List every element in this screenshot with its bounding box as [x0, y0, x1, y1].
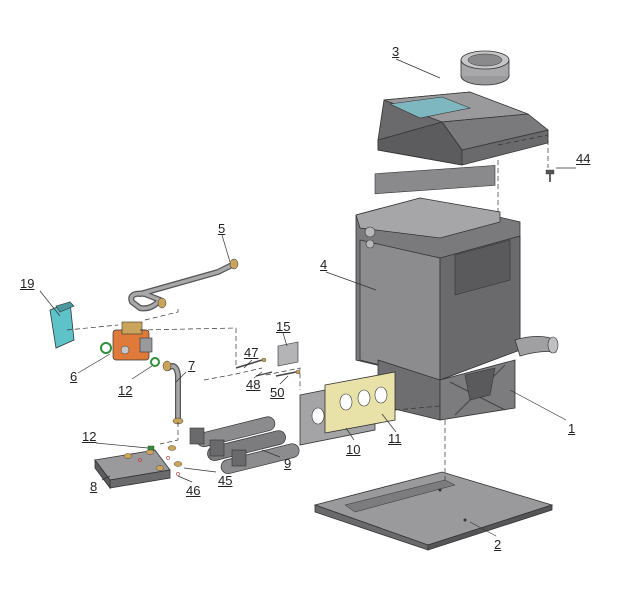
part-47-48-electrodes: [235, 357, 273, 377]
label-part-44: 44: [576, 151, 591, 166]
label-part-12-upper: 12: [118, 383, 133, 398]
part-45-46-injectors: [123, 445, 183, 476]
part-5-gas-inlet-pipe: [128, 258, 239, 312]
label-part-47: 47: [244, 345, 259, 360]
label-part-19: 19: [20, 276, 35, 291]
label-part-5: 5: [218, 221, 226, 236]
part-12-oring-upper: [150, 357, 160, 367]
label-part-2: 2: [494, 537, 502, 552]
part-9-burner-tubes: [189, 416, 300, 475]
label-part-7: 7: [188, 358, 196, 373]
label-part-3: 3: [392, 44, 400, 59]
part-11-gasket: [324, 371, 396, 434]
label-part-48: 48: [246, 377, 261, 392]
label-part-8: 8: [90, 479, 98, 494]
part-4-boiler-body: [355, 165, 559, 381]
part-50-sensor: [275, 369, 301, 377]
label-part-9: 9: [284, 456, 292, 471]
part-19-control-cover: [49, 301, 75, 349]
label-part-6: 6: [70, 369, 78, 384]
assembly-guide-lines: [66, 134, 549, 480]
label-part-50: 50: [270, 385, 285, 400]
part-44-screw: [545, 169, 555, 182]
label-part-46: 46: [186, 483, 201, 498]
label-part-11: 11: [388, 431, 402, 446]
part-3-flue-hood: [377, 50, 549, 166]
part-15-electrode-bracket: [277, 341, 299, 367]
part-2-base-plate: [313, 471, 554, 551]
leader-lines: [39, 58, 576, 537]
part-8-gas-manifold: [94, 449, 171, 490]
part-6-gas-valve: [100, 321, 153, 361]
label-part-10: 10: [346, 442, 361, 457]
label-part-45: 45: [218, 473, 233, 488]
label-part-1: 1: [568, 421, 576, 436]
part-12-seal-lower: [147, 445, 155, 451]
part-7-gas-pipe: [162, 360, 184, 425]
label-part-4: 4: [320, 257, 328, 272]
label-part-15: 15: [276, 319, 291, 334]
label-part-12-lower: 12: [82, 429, 97, 444]
hood-window: [388, 96, 472, 119]
